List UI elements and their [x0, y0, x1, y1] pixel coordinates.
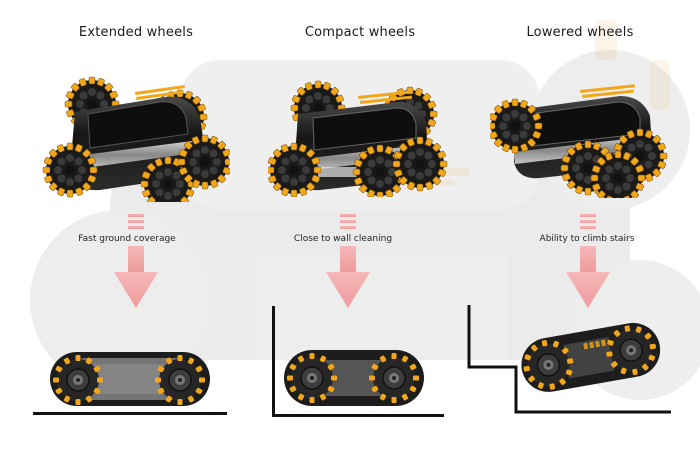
stair-step-line [467, 305, 671, 414]
wall-line [272, 306, 275, 417]
arrow-down-lowered [566, 214, 610, 308]
arrow-down-extended [114, 214, 158, 308]
robot-render-lowered [490, 84, 668, 198]
robot-render-compact [268, 80, 448, 197]
ground-line [33, 412, 227, 415]
column-title-compact: Compact wheels [304, 25, 416, 40]
side-view-extended [33, 352, 227, 415]
robot-render-extended [42, 76, 230, 202]
caption-lowered: Ability to climb stairs [539, 234, 635, 244]
column-title-lowered: Lowered wheels [526, 25, 634, 40]
ground-line [272, 414, 444, 417]
side-view-lowered [467, 305, 671, 414]
column-title-extended: Extended wheels [78, 25, 194, 40]
side-view-compact [272, 306, 444, 417]
arrow-down-compact [326, 214, 370, 308]
caption-extended: Fast ground coverage [78, 234, 176, 244]
caption-compact: Close to wall cleaning [293, 234, 393, 244]
